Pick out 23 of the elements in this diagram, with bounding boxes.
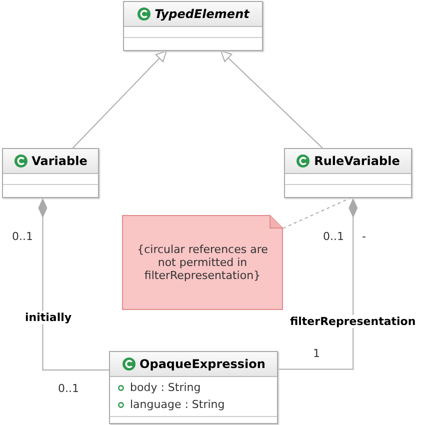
class-name: RuleVariable	[314, 154, 400, 168]
composition-line	[278, 198, 358, 370]
role-label: filterRepresentation	[290, 315, 416, 328]
class-box	[123, 1, 263, 51]
composition-line	[38, 198, 110, 370]
multiplicity-label: 1	[313, 347, 320, 360]
multiplicity-label: 0..1	[12, 230, 33, 243]
class-box	[109, 351, 278, 424]
dashed-connector	[282, 198, 352, 229]
class-name: Variable	[32, 154, 88, 168]
class-name: TypedElement	[154, 7, 250, 21]
multiplicity-label: 0..1	[58, 382, 79, 395]
multiplicity-label: -	[362, 230, 366, 243]
multiplicity-label: 0..1	[323, 230, 344, 243]
class-name: OpaqueExpression	[140, 357, 266, 371]
generalization-arrow	[72, 50, 167, 148]
generalization-arrow	[220, 50, 323, 148]
attribute-text: language : String	[130, 398, 225, 411]
role-label: initially	[25, 311, 72, 324]
class-box	[2, 148, 99, 198]
attribute-text: body : String	[130, 381, 201, 394]
note-text: {circular references are not permitted in filterRepresentation}	[136, 243, 269, 282]
class-box	[284, 148, 412, 198]
